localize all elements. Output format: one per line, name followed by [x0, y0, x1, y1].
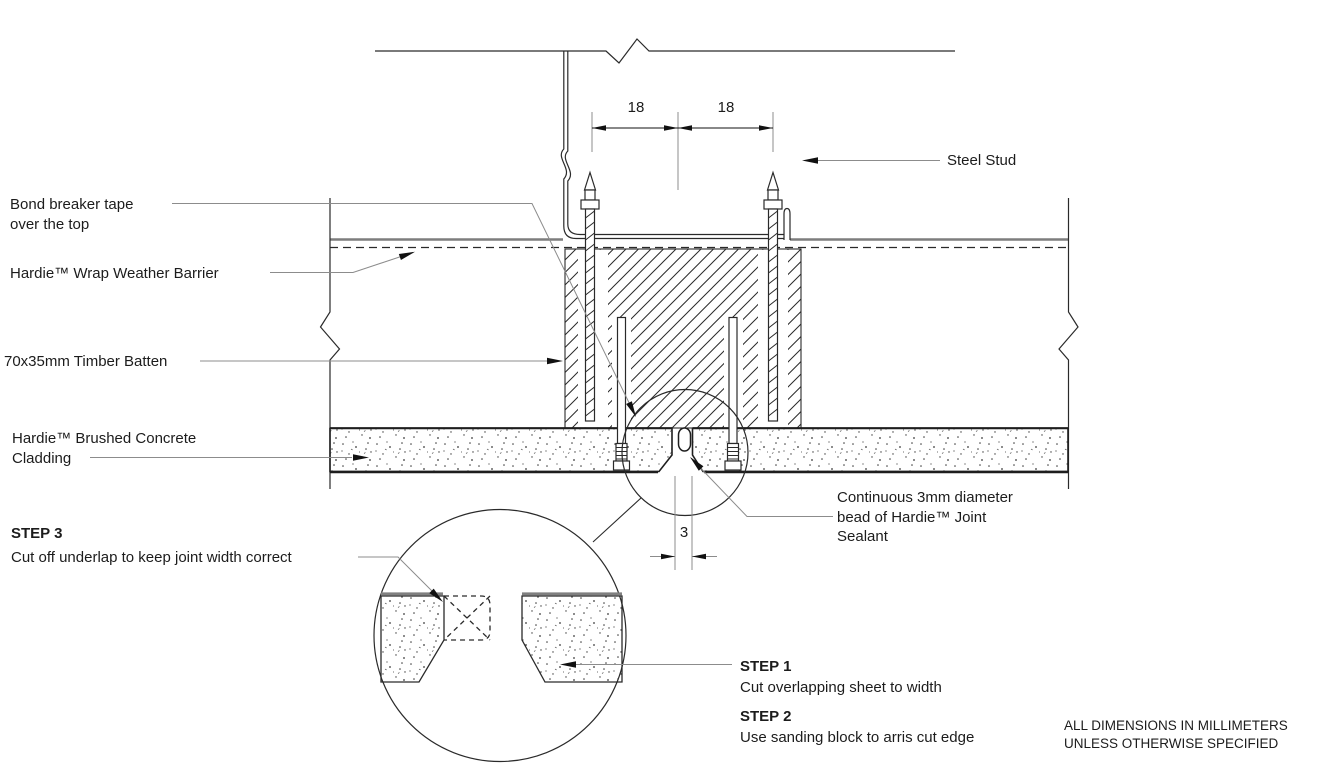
left-break-line — [319, 198, 341, 489]
step3-title: STEP 3 — [11, 525, 63, 542]
step2-description: Use sanding block to arris cut edge — [740, 729, 975, 746]
label-cladding: Hardie™ Brushed Concrete Cladding — [12, 430, 197, 467]
dimension-stud-offsets — [591, 112, 774, 190]
top-break-line — [375, 38, 955, 64]
label-weather-barrier: Hardie™ Wrap Weather Barrier — [10, 265, 219, 282]
label-timber-batten: 70x35mm Timber Batten — [4, 353, 168, 370]
step1-title: STEP 1 — [740, 658, 792, 675]
dim-text-18-left: 18 — [627, 99, 645, 116]
label-bond-breaker-tape: Bond breaker tape over the top — [10, 196, 134, 233]
step2-title: STEP 2 — [740, 708, 792, 725]
step3-description: Cut off underlap to keep joint width cor… — [11, 549, 292, 566]
steel-stud-lines — [560, 51, 791, 240]
dim-text-18-right: 18 — [717, 99, 735, 116]
cladding-section — [329, 427, 1069, 474]
enlarged-detail-circle — [373, 508, 627, 763]
cladding-screw-top-left — [580, 170, 600, 422]
detail-left-sheet — [380, 595, 445, 683]
detail-connector-line — [592, 497, 642, 543]
leader-arrowheads — [353, 157, 818, 668]
timber-batten-section — [564, 248, 802, 429]
cladding-right-sheet — [691, 427, 1069, 473]
right-break-line — [1058, 198, 1079, 489]
step1-description: Cut overlapping sheet to width — [740, 679, 942, 696]
joint-detail-circle — [621, 388, 749, 517]
leader-sealant — [690, 457, 833, 517]
label-joint-sealant: Continuous 3mm diameter bead of Hardie™ … — [837, 489, 1013, 545]
leader-weather-barrier — [270, 252, 414, 273]
detail-right-sheet — [521, 595, 623, 683]
dimension-joint-width — [650, 476, 717, 570]
units-note: ALL DIMENSIONS IN MILLIMETERS UNLESS OTH… — [1064, 718, 1288, 751]
underlap-cut-dashed — [443, 595, 491, 641]
batten-screw-right — [724, 316, 742, 471]
enlarged-joint-detail — [380, 592, 623, 683]
sealant-bead — [677, 427, 692, 452]
leader-bond-breaker — [172, 203, 636, 416]
leader-lines — [90, 160, 940, 665]
cladding-screw-top-right — [763, 170, 783, 422]
label-steel-stud: Steel Stud — [947, 152, 1017, 169]
dim-text-3: 3 — [679, 524, 689, 541]
leader-step3 — [358, 556, 442, 601]
